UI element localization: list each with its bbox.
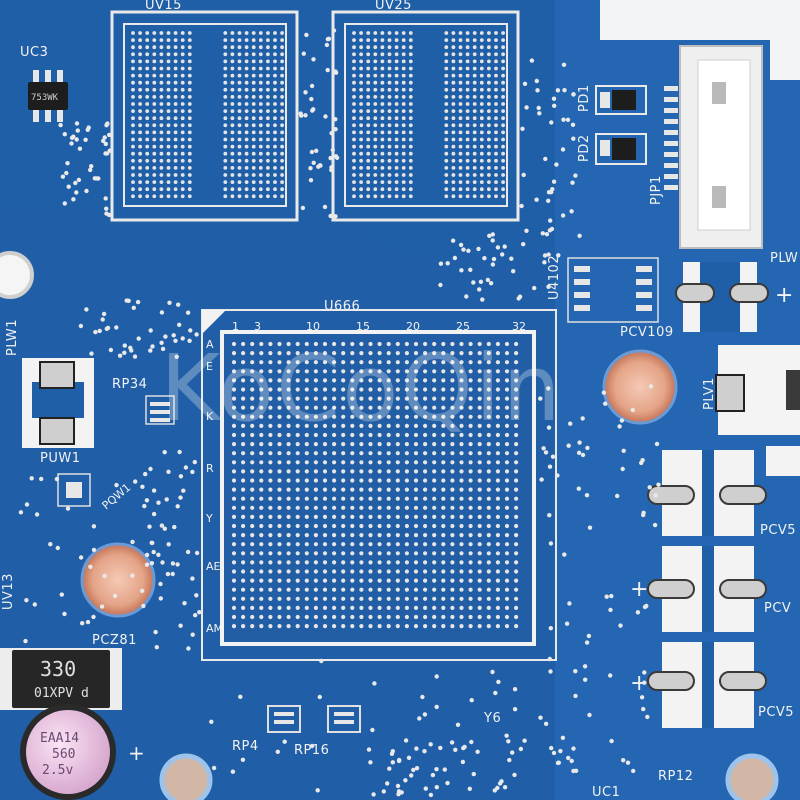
inductor-plv1 (715, 345, 800, 435)
bga-column-label: 1 (232, 320, 239, 333)
label-uv15: UV15 (145, 0, 182, 13)
label-uc3: UC3 (20, 45, 48, 60)
plus-mark-c: + (128, 741, 145, 765)
via-field (18, 28, 661, 798)
cap-marking-2: 560 (52, 747, 75, 762)
label-plw1: PLW1 (5, 319, 20, 356)
label-pd1: PD1 (577, 84, 592, 112)
bga-column-label: 32 (512, 320, 526, 333)
bga-row-label: E (206, 360, 213, 373)
bga-row-label: R (206, 462, 214, 475)
plus-mark-a: + (630, 577, 648, 602)
plus-mark-pcv109: + (775, 283, 793, 308)
label-rp12: RP12 (658, 769, 693, 784)
label-y6: Y6 (483, 711, 501, 726)
plus-mark-b: + (630, 671, 648, 696)
label-pjp1: PJP1 (649, 175, 664, 205)
label-puw1: PUW1 (40, 451, 80, 466)
connector-plw (664, 45, 763, 249)
bga-row-label: AE (206, 560, 221, 573)
bga-column-label: 25 (456, 320, 470, 333)
resistor-pack-rp4 (267, 705, 301, 733)
cap-marking-1: EAA14 (40, 731, 79, 746)
label-plw: PLW (770, 251, 798, 266)
label-rp34: RP34 (112, 377, 147, 392)
footprint-u4102 (567, 257, 659, 323)
mounting-hole-edge (0, 251, 34, 299)
label-uv25: UV25 (375, 0, 412, 13)
bga-footprint-u666 (201, 309, 557, 661)
label-rp4: RP4 (232, 739, 259, 754)
cap-marking-3: 2.5v (42, 763, 73, 778)
bga-row-label: Y (205, 512, 213, 525)
label-pcv5-b: PCV5 (758, 705, 794, 720)
label-plv1: PLV1 (702, 377, 717, 410)
bga-row-label: K (206, 410, 214, 423)
uc3-marking: 753WK (31, 93, 59, 103)
memory-footprint-uv25 (331, 10, 520, 222)
label-pcv-b: PCV (764, 601, 791, 616)
board-edge (600, 0, 800, 40)
mounting-hole-right (602, 349, 678, 425)
chip-uc3: 753WK (28, 70, 68, 122)
bga-row-label: A (206, 338, 214, 351)
mounting-hole-bottom (159, 753, 213, 800)
inductor-marking-bottom: 01XPV d (34, 686, 89, 701)
label-rp16: RP16 (294, 743, 329, 758)
electrolytic-capacitor: EAA14 560 2.5v (20, 704, 116, 800)
bga-column-label: 15 (356, 320, 370, 333)
label-pcv109: PCV109 (620, 325, 674, 340)
inductor-pads-plw1 (22, 358, 94, 448)
bga-column-label: 3 (254, 320, 261, 333)
label-pcz81: PCZ81 (92, 633, 137, 648)
resistor-pack-rp34 (145, 395, 175, 425)
label-uc1: UC1 (592, 785, 620, 800)
bga-row-label: AM (206, 622, 223, 635)
cap-pads-pcv109: + (675, 262, 793, 332)
label-u666: U666 (324, 299, 360, 314)
label-u4102: U4102 (547, 255, 562, 300)
bga-column-label: 20 (406, 320, 420, 333)
label-pcv5-a: PCV5 (760, 523, 796, 538)
diode-pd1 (595, 85, 647, 115)
memory-footprint-uv15 (110, 10, 299, 222)
mounting-hole-bottom-right (725, 753, 779, 800)
resistor-pack-rp16 (327, 705, 361, 733)
label-pd2: PD2 (577, 134, 592, 162)
mounting-hole-left (80, 542, 156, 618)
inductor-marking-top: 330 (40, 657, 76, 681)
diode-pd2 (595, 133, 647, 165)
qfn-footprint-pqw1 (57, 473, 91, 507)
watermark-text: KoCoQin (160, 335, 563, 442)
bga-column-label: 10 (306, 320, 320, 333)
cap-pads-stack (647, 446, 800, 728)
inductor-330: 330 01XPV d (0, 648, 122, 710)
label-uv13: UV13 (1, 573, 16, 610)
